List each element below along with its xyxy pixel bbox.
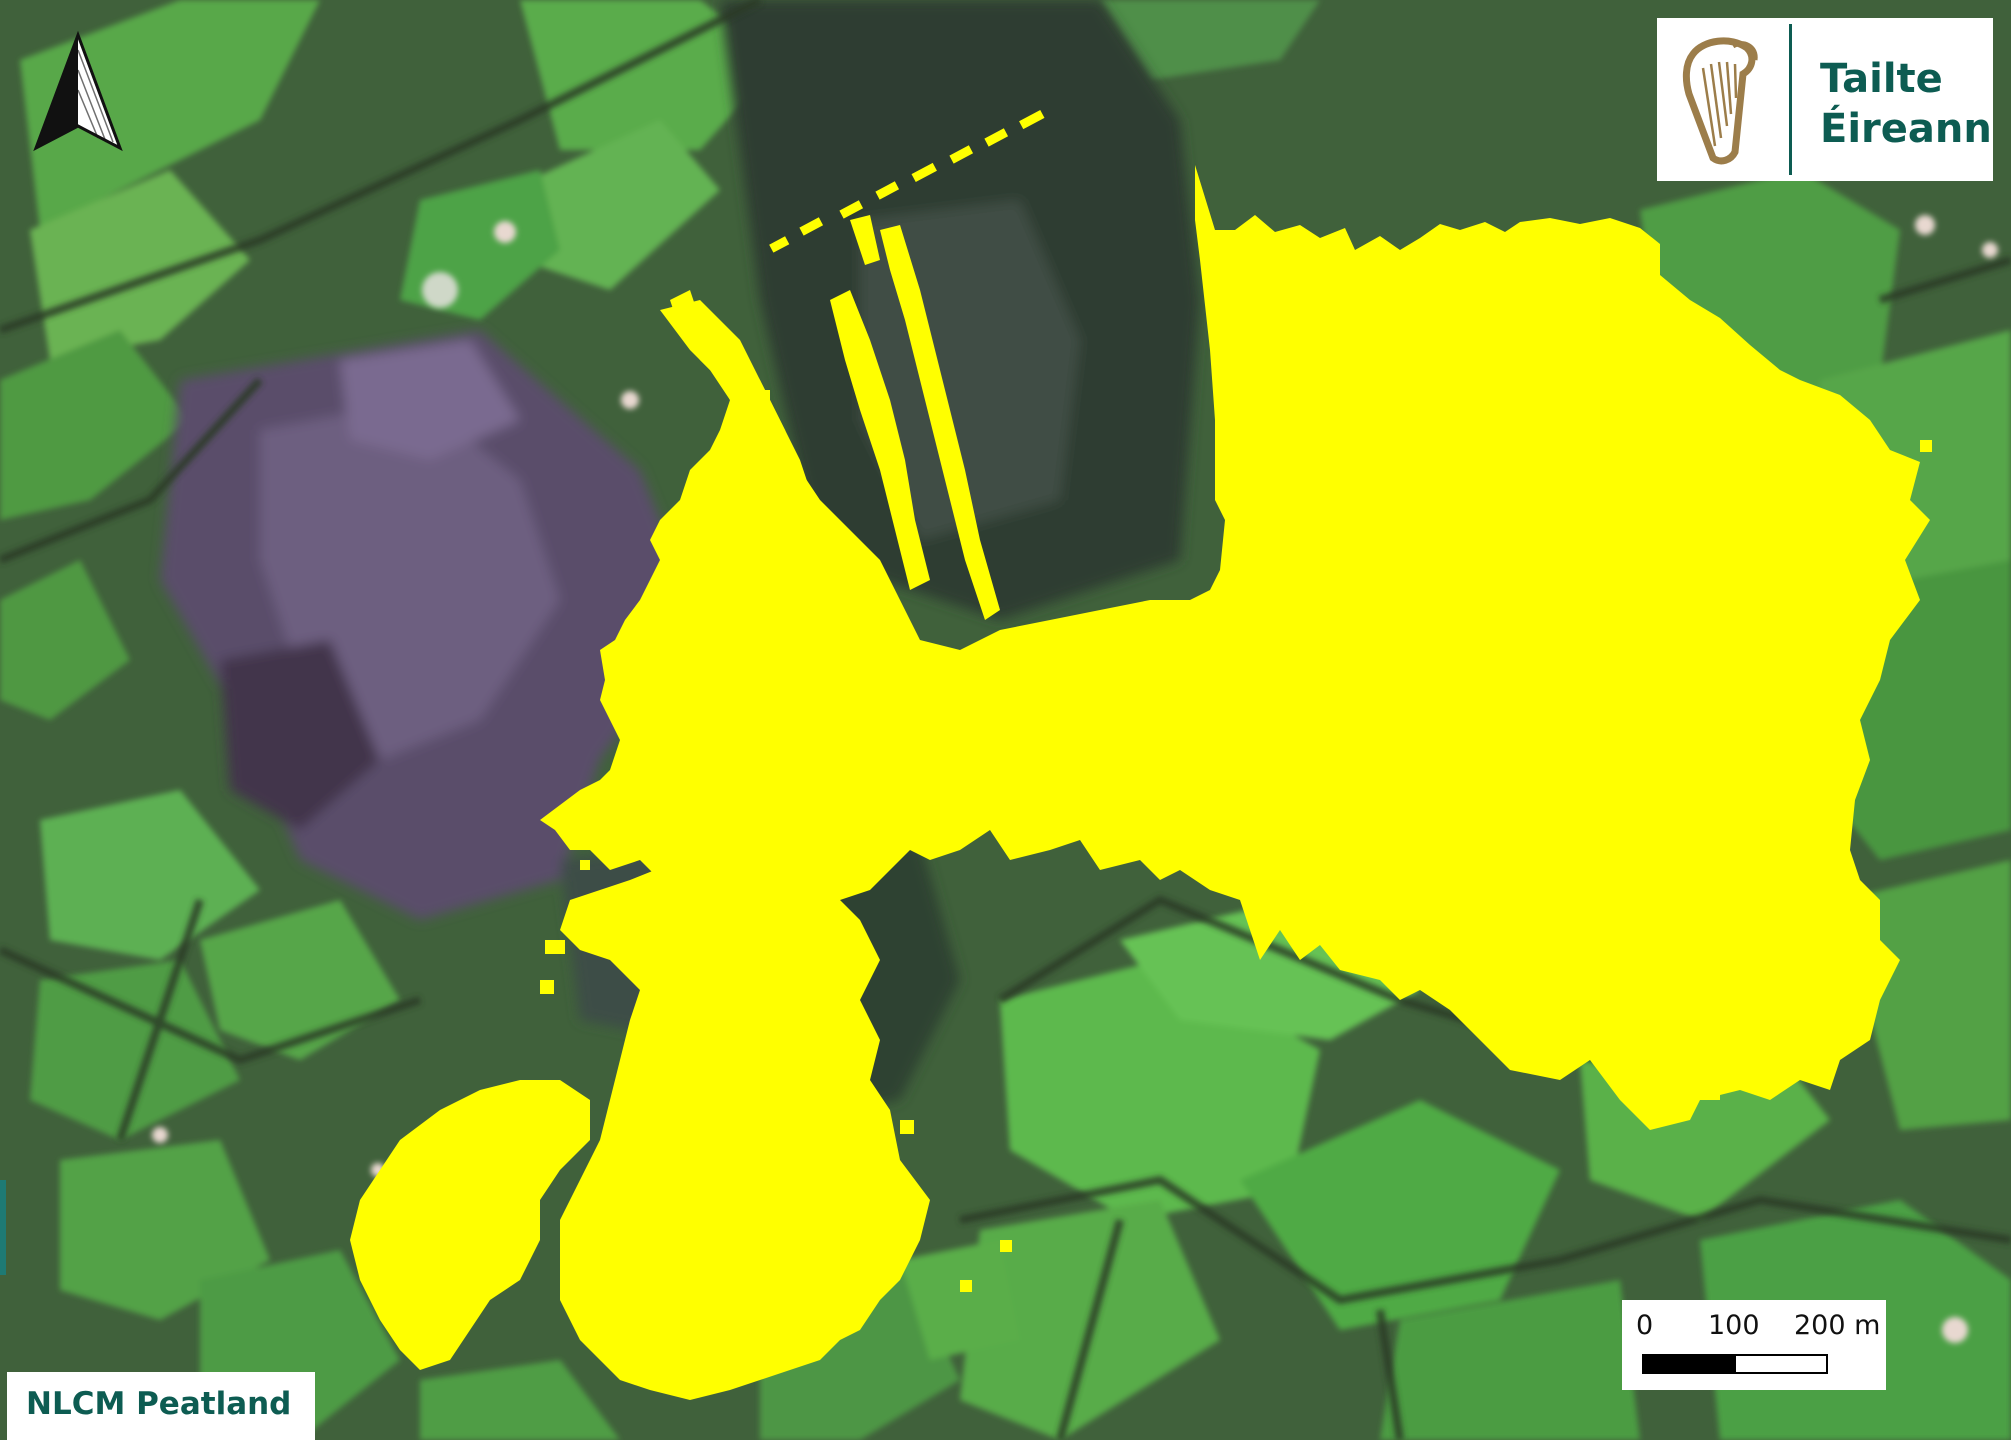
peatland-polygon-sw xyxy=(560,860,930,1400)
scale-label-100: 100 xyxy=(1708,1310,1760,1341)
peatland-polygon-west xyxy=(350,1080,590,1370)
logo-panel: Tailte Éireann xyxy=(1657,18,1993,181)
map-title-panel: NLCM Peatland xyxy=(7,1372,315,1440)
map-title: NLCM Peatland xyxy=(26,1386,292,1422)
scale-bar-panel: 0 100 200 m xyxy=(1622,1300,1886,1390)
peatland-layer[interactable] xyxy=(350,109,1932,1400)
north-arrow-icon xyxy=(33,30,123,152)
scale-label-200: 200 m xyxy=(1794,1310,1881,1341)
peatland-polygon-main xyxy=(540,165,1930,1130)
logo-divider xyxy=(1789,24,1792,175)
harp-emblem-icon xyxy=(1682,37,1758,165)
logo-line-2: Éireann xyxy=(1820,106,1992,152)
logo-line-1: Tailte xyxy=(1820,56,1943,102)
scale-label-0: 0 xyxy=(1636,1310,1654,1341)
logo-wordmark: Tailte Éireann xyxy=(1820,54,1992,154)
peatland-fragments xyxy=(540,109,1932,1292)
scale-bar xyxy=(1642,1354,1828,1374)
edge-accent xyxy=(0,1180,6,1275)
